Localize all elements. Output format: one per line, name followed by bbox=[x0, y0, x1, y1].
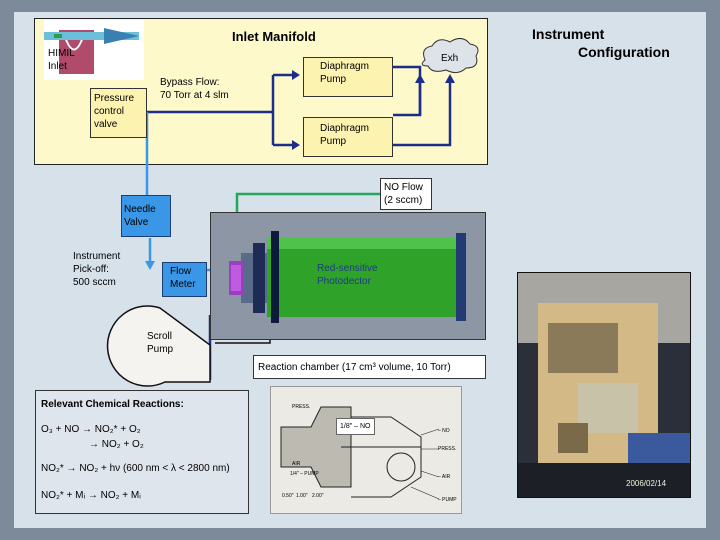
schematic-label-press-2: PRESS. bbox=[438, 446, 457, 452]
schematic-label-pump-1: 1/4" – PUMP bbox=[290, 471, 319, 477]
reaction-chamber-caption: Reaction chamber (17 cm³ volume, 10 Torr… bbox=[258, 362, 451, 373]
flow-meter-label: Flow Meter bbox=[170, 266, 196, 290]
inlet-image bbox=[44, 20, 144, 80]
slide-title-line1: Instrument bbox=[532, 26, 605, 42]
slide-title-line2: Configuration bbox=[578, 44, 670, 60]
exhaust-label: Exh bbox=[441, 53, 459, 64]
scroll-pump-label: Scroll Pump bbox=[147, 331, 174, 355]
schematic-dim-3: 2.00" bbox=[312, 493, 324, 499]
reaction-2: → NO₂ + O₂ bbox=[89, 439, 144, 450]
diaphragm-pump-2 bbox=[303, 117, 393, 157]
schematic-drawing bbox=[270, 386, 462, 514]
needle-valve bbox=[121, 195, 171, 237]
diaphragm-pump-1 bbox=[303, 57, 393, 97]
schematic-label-pump-2: – PUMP bbox=[438, 497, 457, 503]
instrument-photo bbox=[517, 272, 691, 498]
schematic-label-press-1: PRESS. bbox=[292, 404, 311, 410]
schematic-label-air-2: – AIR bbox=[438, 474, 451, 480]
pressure-control-valve bbox=[90, 88, 147, 138]
schematic-dim-2: 1.00" bbox=[296, 493, 308, 499]
diaphragm-pump-1-label: Diaphragm Pump bbox=[320, 61, 369, 85]
reaction-chamber-caption-box bbox=[253, 355, 486, 379]
needle-valve-label: Needle Valve bbox=[124, 204, 156, 228]
no-flow-box bbox=[380, 178, 432, 210]
bypass-flow-label: Bypass Flow: 70 Torr at 4 slm bbox=[160, 77, 229, 101]
diaphragm-pump-2-label: Diaphragm Pump bbox=[320, 123, 369, 147]
reaction-4: NO₂* + Mᵢ → NO₂ + Mᵢ bbox=[41, 490, 141, 501]
reaction-chamber-render bbox=[210, 212, 486, 340]
flow-meter bbox=[162, 262, 207, 297]
pick-off-label: Instrument Pick-off: 500 sccm bbox=[73, 251, 121, 288]
reactions-heading: Relevant Chemical Reactions: bbox=[41, 399, 184, 410]
reaction-1: O₃ + NO → NO₂* + O₂ bbox=[41, 424, 141, 435]
schematic-inset-label: 1/8" – NO bbox=[336, 418, 375, 435]
schematic-dim-1: 0.50" bbox=[282, 493, 294, 499]
pressure-control-valve-label: Pressure control valve bbox=[94, 93, 135, 130]
inlet-manifold-title: Inlet Manifold bbox=[232, 29, 316, 44]
himil-inlet-label: HIMIL Inlet bbox=[48, 48, 75, 72]
reactions-panel bbox=[35, 390, 249, 514]
photodetector-label: Red-sensitive Photodector bbox=[317, 263, 378, 287]
no-flow-label: NO Flow (2 sccm) bbox=[384, 182, 423, 206]
schematic-label-air-1: AIR bbox=[292, 461, 301, 467]
photo-date: 2006/02/14 bbox=[626, 479, 667, 488]
schematic-label-no: – NO bbox=[438, 428, 450, 434]
reaction-3: NO₂* → NO₂ + hν (600 nm < λ < 2800 nm) bbox=[41, 463, 230, 474]
